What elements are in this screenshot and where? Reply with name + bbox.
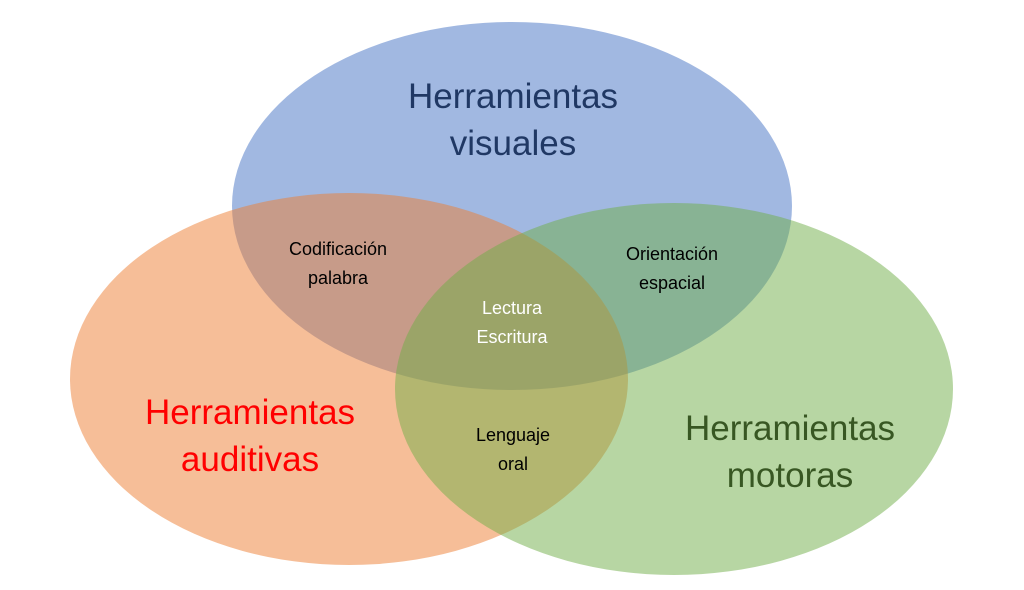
circle-motora: [395, 203, 953, 575]
label-center-line1: Lectura: [481, 298, 543, 319]
label-visual-motora-line1: Orientación: [625, 244, 719, 265]
label-visual-line1: Herramientas: [407, 76, 619, 116]
label-motora: Herramientas motoras: [685, 405, 895, 500]
label-visual-auditiva-line2: palabra: [307, 268, 369, 288]
label-visual-auditiva-line1: Codificación: [288, 239, 388, 260]
label-motora-line1: Herramientas: [684, 408, 896, 448]
label-auditiva-motora-line2: oral: [497, 454, 529, 474]
label-auditiva-motora: Lenguaje oral: [476, 421, 550, 479]
label-visual: Herramientas visuales: [408, 73, 618, 168]
label-auditiva-line1: Herramientas: [144, 392, 356, 432]
label-visual-auditiva: Codificación palabra: [289, 235, 387, 293]
label-visual-motora: Orientación espacial: [626, 240, 718, 298]
label-center: Lectura Escritura: [476, 294, 547, 352]
label-visual-motora-line2: espacial: [638, 273, 706, 293]
label-auditiva-motora-line1: Lenguaje: [475, 425, 551, 446]
label-auditiva-line2: auditivas: [180, 440, 320, 479]
label-visual-line2: visuales: [449, 124, 577, 163]
label-center-line2: Escritura: [476, 327, 548, 347]
label-motora-line2: motoras: [726, 456, 854, 495]
label-auditiva: Herramientas auditivas: [145, 389, 355, 484]
